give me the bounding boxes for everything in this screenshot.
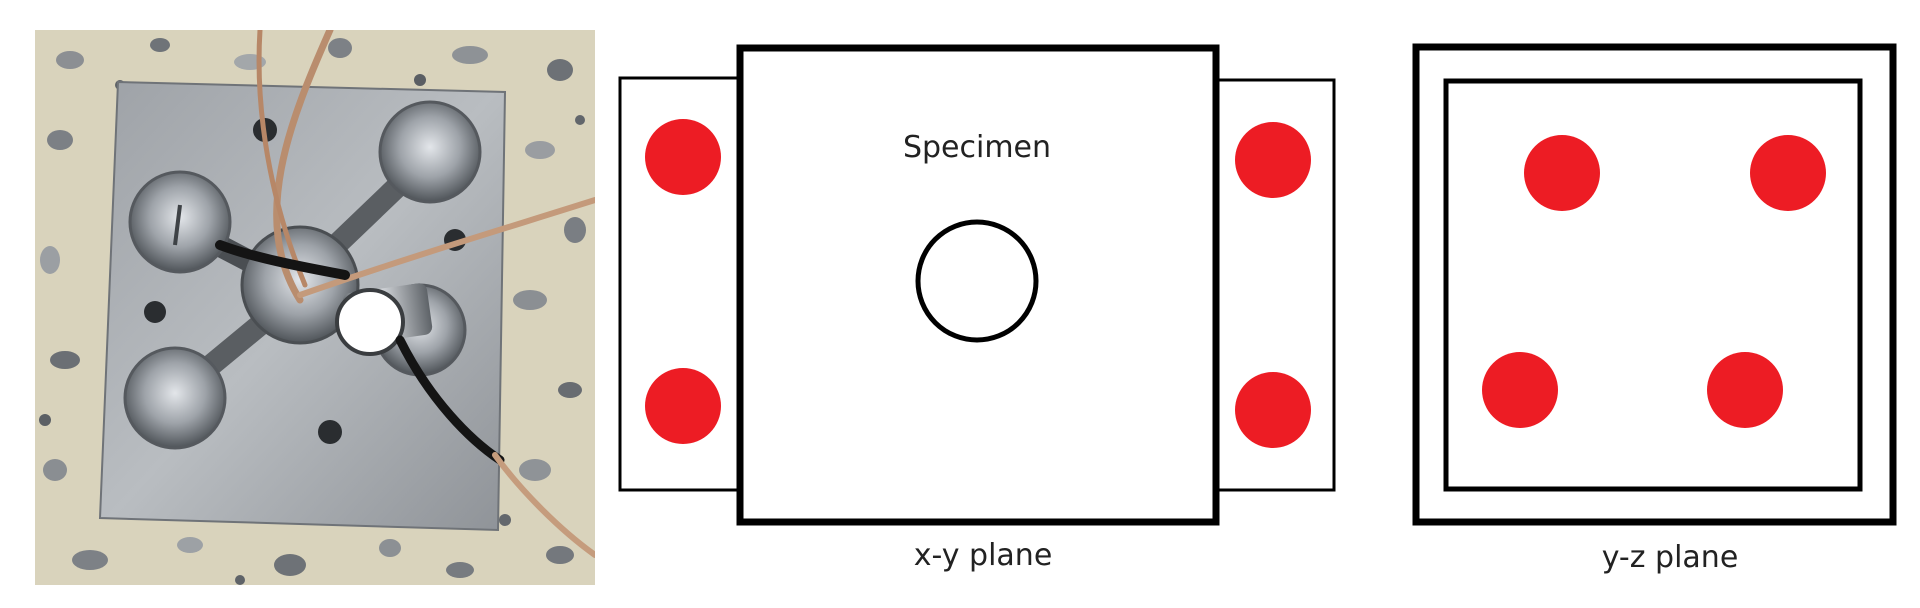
- yz-plane-diagram: y-z plane: [1412, 43, 1897, 575]
- sensor-cables: [215, 30, 595, 558]
- yz-sensor-dot-bottom-right: [1707, 352, 1783, 428]
- xy-sensor-dot-top-right: [1235, 122, 1311, 198]
- specimen-hole: [915, 219, 1039, 343]
- xy-sensor-dot-bottom-right: [1235, 372, 1311, 448]
- terrazzo-speckles: [39, 38, 586, 585]
- corner-wells: [123, 100, 482, 450]
- acoustic-sensor: [335, 283, 433, 356]
- xy-sensor-dot-top-left: [645, 119, 721, 195]
- specimen-label: Specimen: [903, 130, 1051, 165]
- yz-plane-label: y-z plane: [1602, 540, 1739, 575]
- xy-sensor-dot-bottom-left: [645, 368, 721, 444]
- xy-plane-label: x-y plane: [914, 538, 1053, 573]
- yz-sensor-dot-bottom-left: [1482, 352, 1558, 428]
- xy-plane-diagram: Specimen x-y plane: [618, 44, 1336, 573]
- yz-sensor-dot-top-left: [1524, 135, 1600, 211]
- sensor-jig-photo: [35, 30, 595, 585]
- yz-sensor-dot-top-right: [1750, 135, 1826, 211]
